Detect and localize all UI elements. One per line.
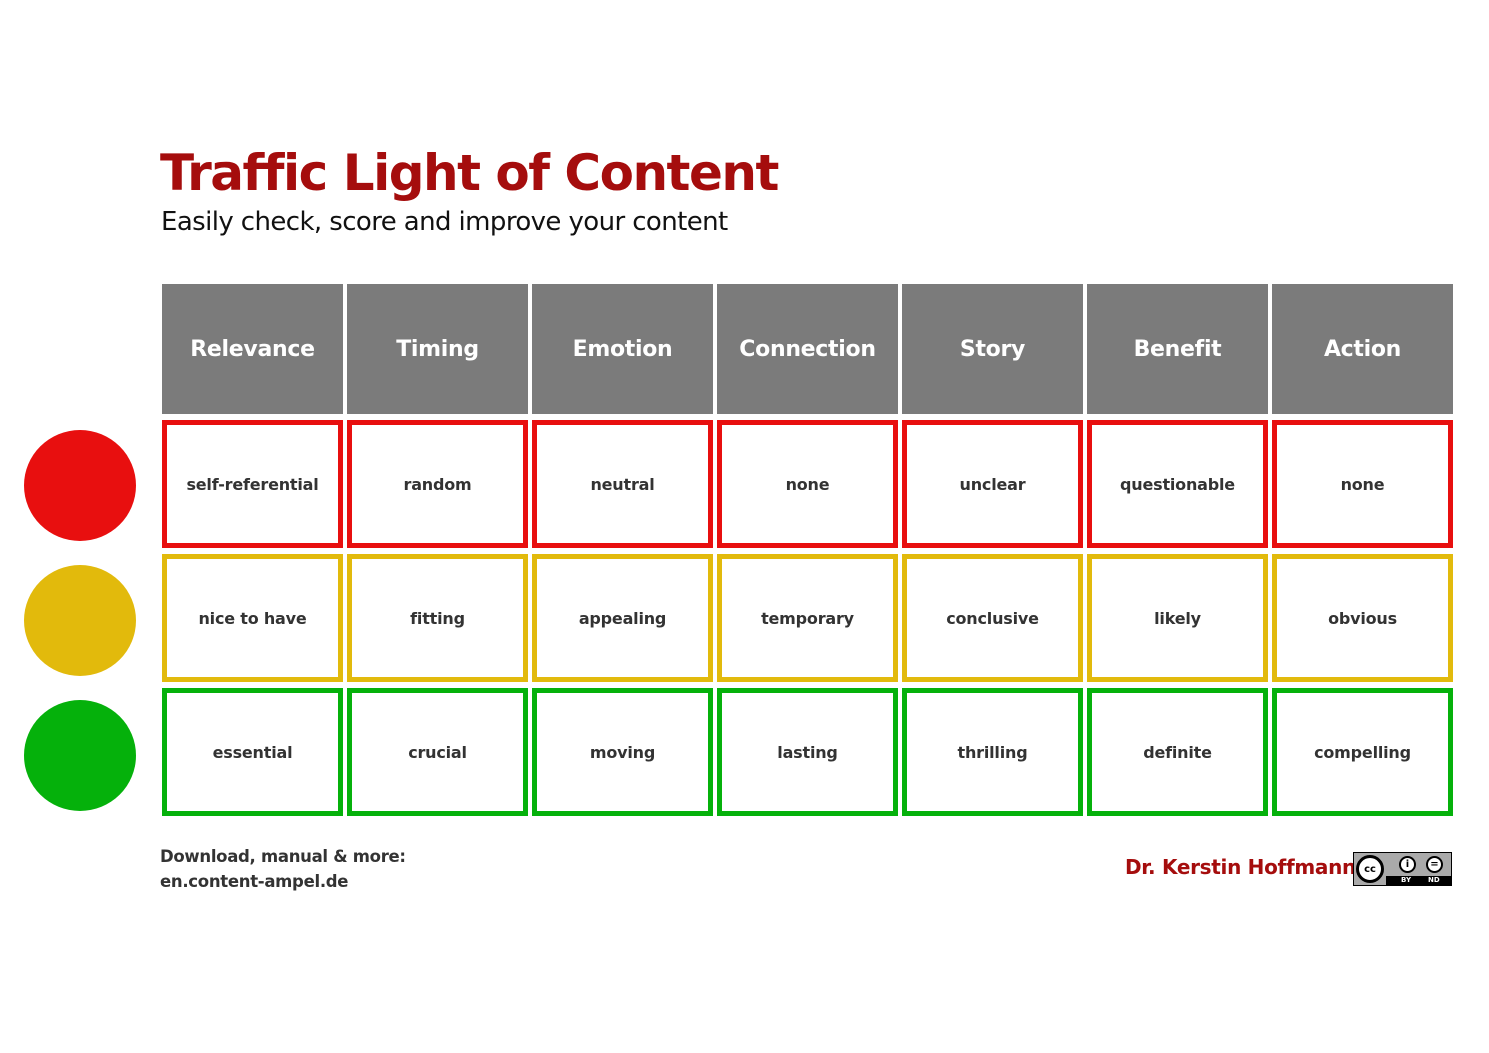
green-cell-action: compelling: [1272, 688, 1453, 816]
yellow-light-icon: [24, 565, 136, 676]
yellow-cell-action: obvious: [1272, 554, 1453, 682]
nd-label: ND: [1428, 876, 1440, 884]
download-info: Download, manual & more: en.content-ampe…: [160, 844, 406, 894]
license-label-band: [1386, 876, 1451, 885]
red-cell-emotion: neutral: [532, 420, 713, 548]
column-header-action: Action: [1272, 284, 1453, 414]
red-cell-action: none: [1272, 420, 1453, 548]
author-name: Dr. Kerstin Hoffmann: [1125, 855, 1356, 879]
red-cell-benefit: questionable: [1087, 420, 1268, 548]
red-cell-relevance: self-referential: [162, 420, 343, 548]
website-link[interactable]: en.content-ampel.de: [160, 872, 349, 891]
attribution-icon: i: [1399, 856, 1416, 873]
column-header-emotion: Emotion: [532, 284, 713, 414]
green-cell-connection: lasting: [717, 688, 898, 816]
column-header-benefit: Benefit: [1087, 284, 1268, 414]
column-header-story: Story: [902, 284, 1083, 414]
by-label: BY: [1401, 876, 1412, 884]
green-cell-story: thrilling: [902, 688, 1083, 816]
red-cell-story: unclear: [902, 420, 1083, 548]
column-header-connection: Connection: [717, 284, 898, 414]
cc-icon: cc: [1356, 855, 1384, 883]
no-derivatives-icon: =: [1426, 856, 1443, 873]
green-cell-benefit: definite: [1087, 688, 1268, 816]
column-header-relevance: Relevance: [162, 284, 343, 414]
yellow-cell-story: conclusive: [902, 554, 1083, 682]
content-score-table: Relevance Timing Emotion Connection Stor…: [162, 284, 1453, 816]
red-light-icon: [24, 430, 136, 541]
yellow-cell-benefit: likely: [1087, 554, 1268, 682]
column-header-timing: Timing: [347, 284, 528, 414]
page-subtitle: Easily check, score and improve your con…: [161, 207, 728, 237]
yellow-cell-timing: fitting: [347, 554, 528, 682]
green-cell-emotion: moving: [532, 688, 713, 816]
yellow-cell-connection: temporary: [717, 554, 898, 682]
yellow-cell-relevance: nice to have: [162, 554, 343, 682]
cc-by-nd-icon[interactable]: cc i = BY ND: [1353, 852, 1452, 886]
green-cell-timing: crucial: [347, 688, 528, 816]
yellow-cell-emotion: appealing: [532, 554, 713, 682]
red-cell-connection: none: [717, 420, 898, 548]
red-cell-timing: random: [347, 420, 528, 548]
page-title: Traffic Light of Content: [160, 144, 779, 202]
download-label: Download, manual & more:: [160, 847, 406, 866]
green-light-icon: [24, 700, 136, 811]
green-cell-relevance: essential: [162, 688, 343, 816]
